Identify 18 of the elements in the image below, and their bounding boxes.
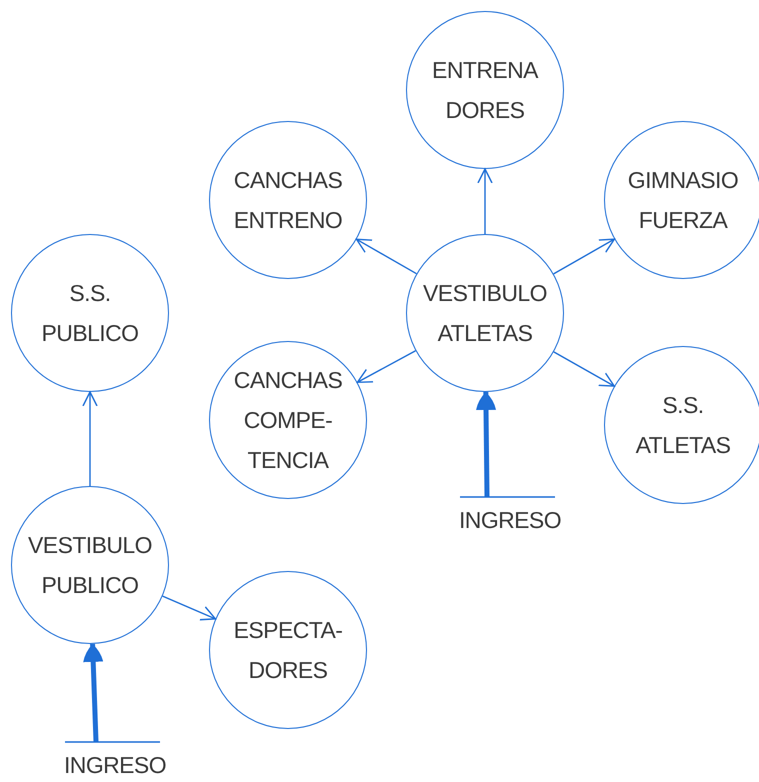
space-label: S.S. ATLETAS (634, 391, 732, 460)
space-label: GIMNASIO FUERZA (626, 166, 740, 235)
entrance-label: INGRESO (450, 505, 570, 539)
space-label: VESTIBULO PUBLICO (27, 531, 153, 600)
space-label: VESTIBULO ATLETAS (422, 279, 548, 348)
space-label: S.S. PUBLICO (40, 279, 140, 348)
space-label: ENTRENA DORES (431, 56, 540, 125)
arrow (82, 391, 98, 486)
entrance-label: INGRESO (55, 750, 175, 781)
arrow (162, 596, 216, 620)
arrow (553, 351, 615, 387)
arrow (356, 238, 417, 274)
arrow (553, 238, 616, 274)
arrow (477, 168, 493, 234)
space-label: CANCHAS ENTRENO (232, 166, 344, 235)
space-label: CANCHAS COMPE- TENCIA (232, 366, 344, 475)
arrow (356, 350, 416, 383)
space-label: ESPECTA- DORES (232, 616, 344, 685)
